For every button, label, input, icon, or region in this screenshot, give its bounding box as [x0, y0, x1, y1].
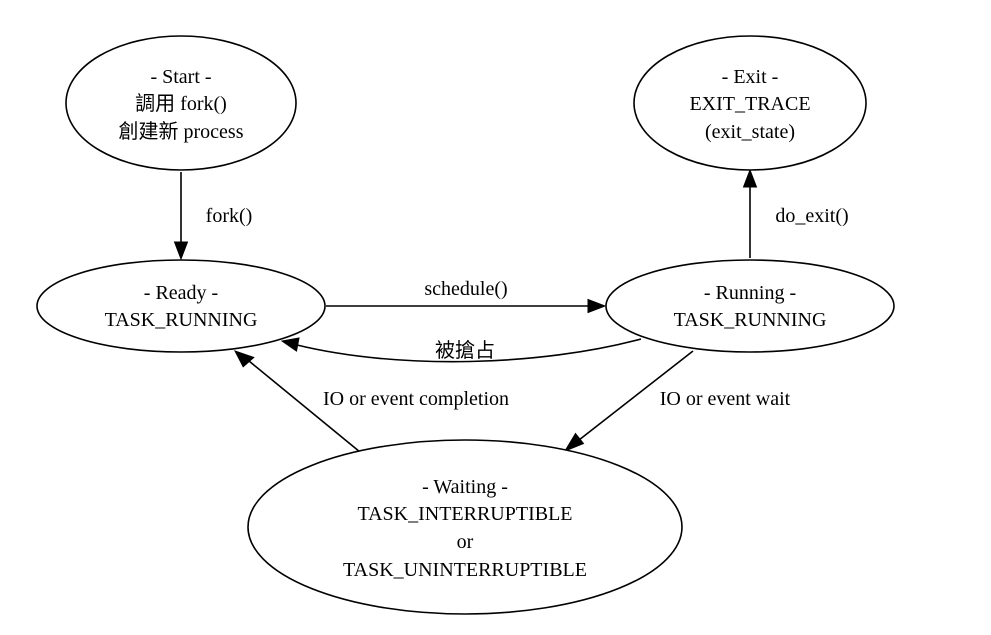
edge-do-exit: do_exit(): [742, 168, 849, 258]
node-running: - Running - TASK_RUNNING: [605, 259, 895, 353]
node-start-line-2: 調用 fork(): [135, 92, 227, 115]
edge-label-fork: fork(): [206, 205, 253, 227]
node-waiting: - Waiting - TASK_INTERRUPTIBLE or TASK_U…: [247, 439, 683, 615]
node-waiting-line-3: or: [457, 531, 474, 553]
node-waiting-line-1: - Waiting -: [422, 476, 508, 498]
node-waiting-line-4: TASK_UNINTERRUPTIBLE: [343, 559, 587, 581]
node-running-line-2: TASK_RUNNING: [674, 309, 827, 331]
edge-label-do-exit: do_exit(): [775, 205, 848, 227]
node-exit-line-3: (exit_state): [705, 121, 795, 143]
edge-label-schedule: schedule(): [424, 278, 507, 300]
edge-label-io-completion: IO or event completion: [323, 388, 509, 410]
node-ready: - Ready - TASK_RUNNING: [36, 259, 326, 353]
edge-label-io-wait: IO or event wait: [660, 388, 791, 410]
node-start-line-1: - Start -: [150, 66, 211, 88]
edge-schedule: schedule(): [326, 278, 607, 314]
edge-label-preempt: 被搶占: [435, 339, 495, 362]
node-exit-line-2: EXIT_TRACE: [689, 93, 810, 115]
edge-io-completion: IO or event completion: [233, 350, 509, 453]
node-ready-line-2: TASK_RUNNING: [105, 309, 258, 331]
node-exit-line-1: - Exit -: [722, 66, 779, 88]
node-waiting-line-2: TASK_INTERRUPTIBLE: [357, 503, 572, 525]
edge-preempt: 被搶占: [280, 337, 642, 363]
edge-fork: fork(): [173, 172, 253, 261]
node-running-line-1: - Running -: [704, 282, 796, 304]
node-start-line-3: 創建新 process: [119, 120, 244, 143]
edge-io-wait: IO or event wait: [563, 350, 791, 453]
node-exit: - Exit - EXIT_TRACE (exit_state): [633, 35, 867, 171]
node-start: - Start - 調用 fork() 創建新 process: [65, 35, 297, 171]
node-ready-line-1: - Ready -: [144, 282, 218, 304]
